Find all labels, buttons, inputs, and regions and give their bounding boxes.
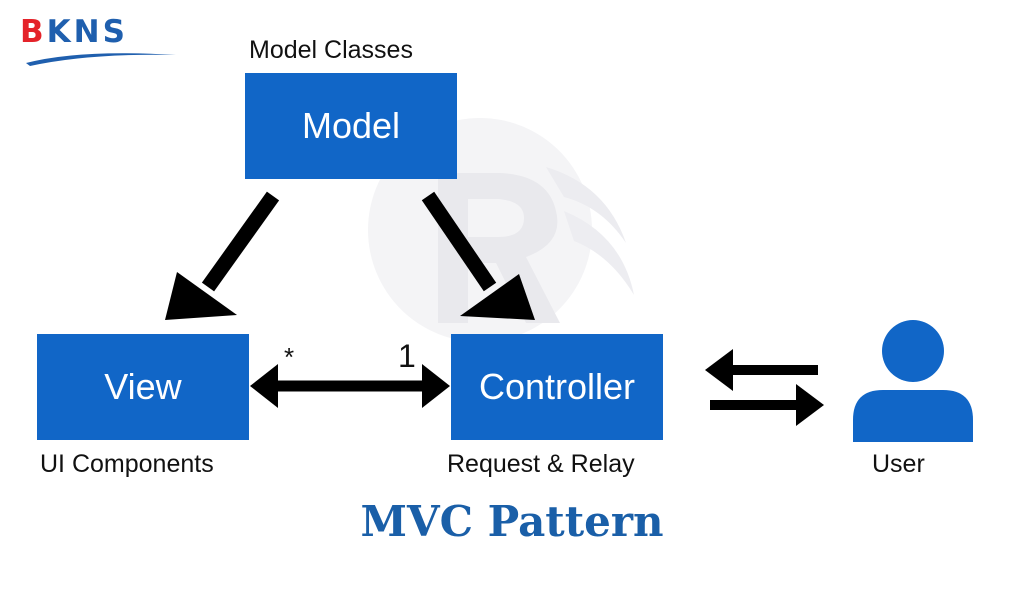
arrow-view-controller-bidirectional	[250, 364, 450, 408]
bkns-logo: BKNS	[20, 14, 180, 66]
model-caption: Model Classes	[249, 36, 413, 64]
view-caption: UI Components	[40, 450, 214, 478]
model-box: Model	[245, 73, 457, 179]
logo-text: BKNS	[20, 14, 128, 50]
controller-caption: Request & Relay	[447, 450, 635, 478]
view-label: View	[104, 366, 182, 407]
arrow-model-to-view	[165, 191, 280, 320]
user-icon	[853, 320, 973, 442]
arrow-model-to-controller	[421, 191, 535, 320]
user-caption: User	[872, 450, 925, 478]
logo-swoosh-icon	[26, 53, 176, 66]
controller-box: Controller	[451, 334, 663, 440]
logo-letters-kns: KNS	[46, 14, 128, 50]
model-label: Model	[301, 105, 401, 146]
controller-label: Controller	[478, 366, 636, 407]
logo-letter-b: B	[20, 14, 47, 50]
diagram-title: MVC Pattern	[360, 497, 664, 546]
multiplicity-view-end: *	[284, 342, 295, 372]
arrow-user-to-controller	[705, 349, 818, 391]
arrow-controller-to-user	[710, 384, 824, 426]
multiplicity-controller-end: 1	[398, 338, 416, 374]
view-box: View	[37, 334, 249, 440]
